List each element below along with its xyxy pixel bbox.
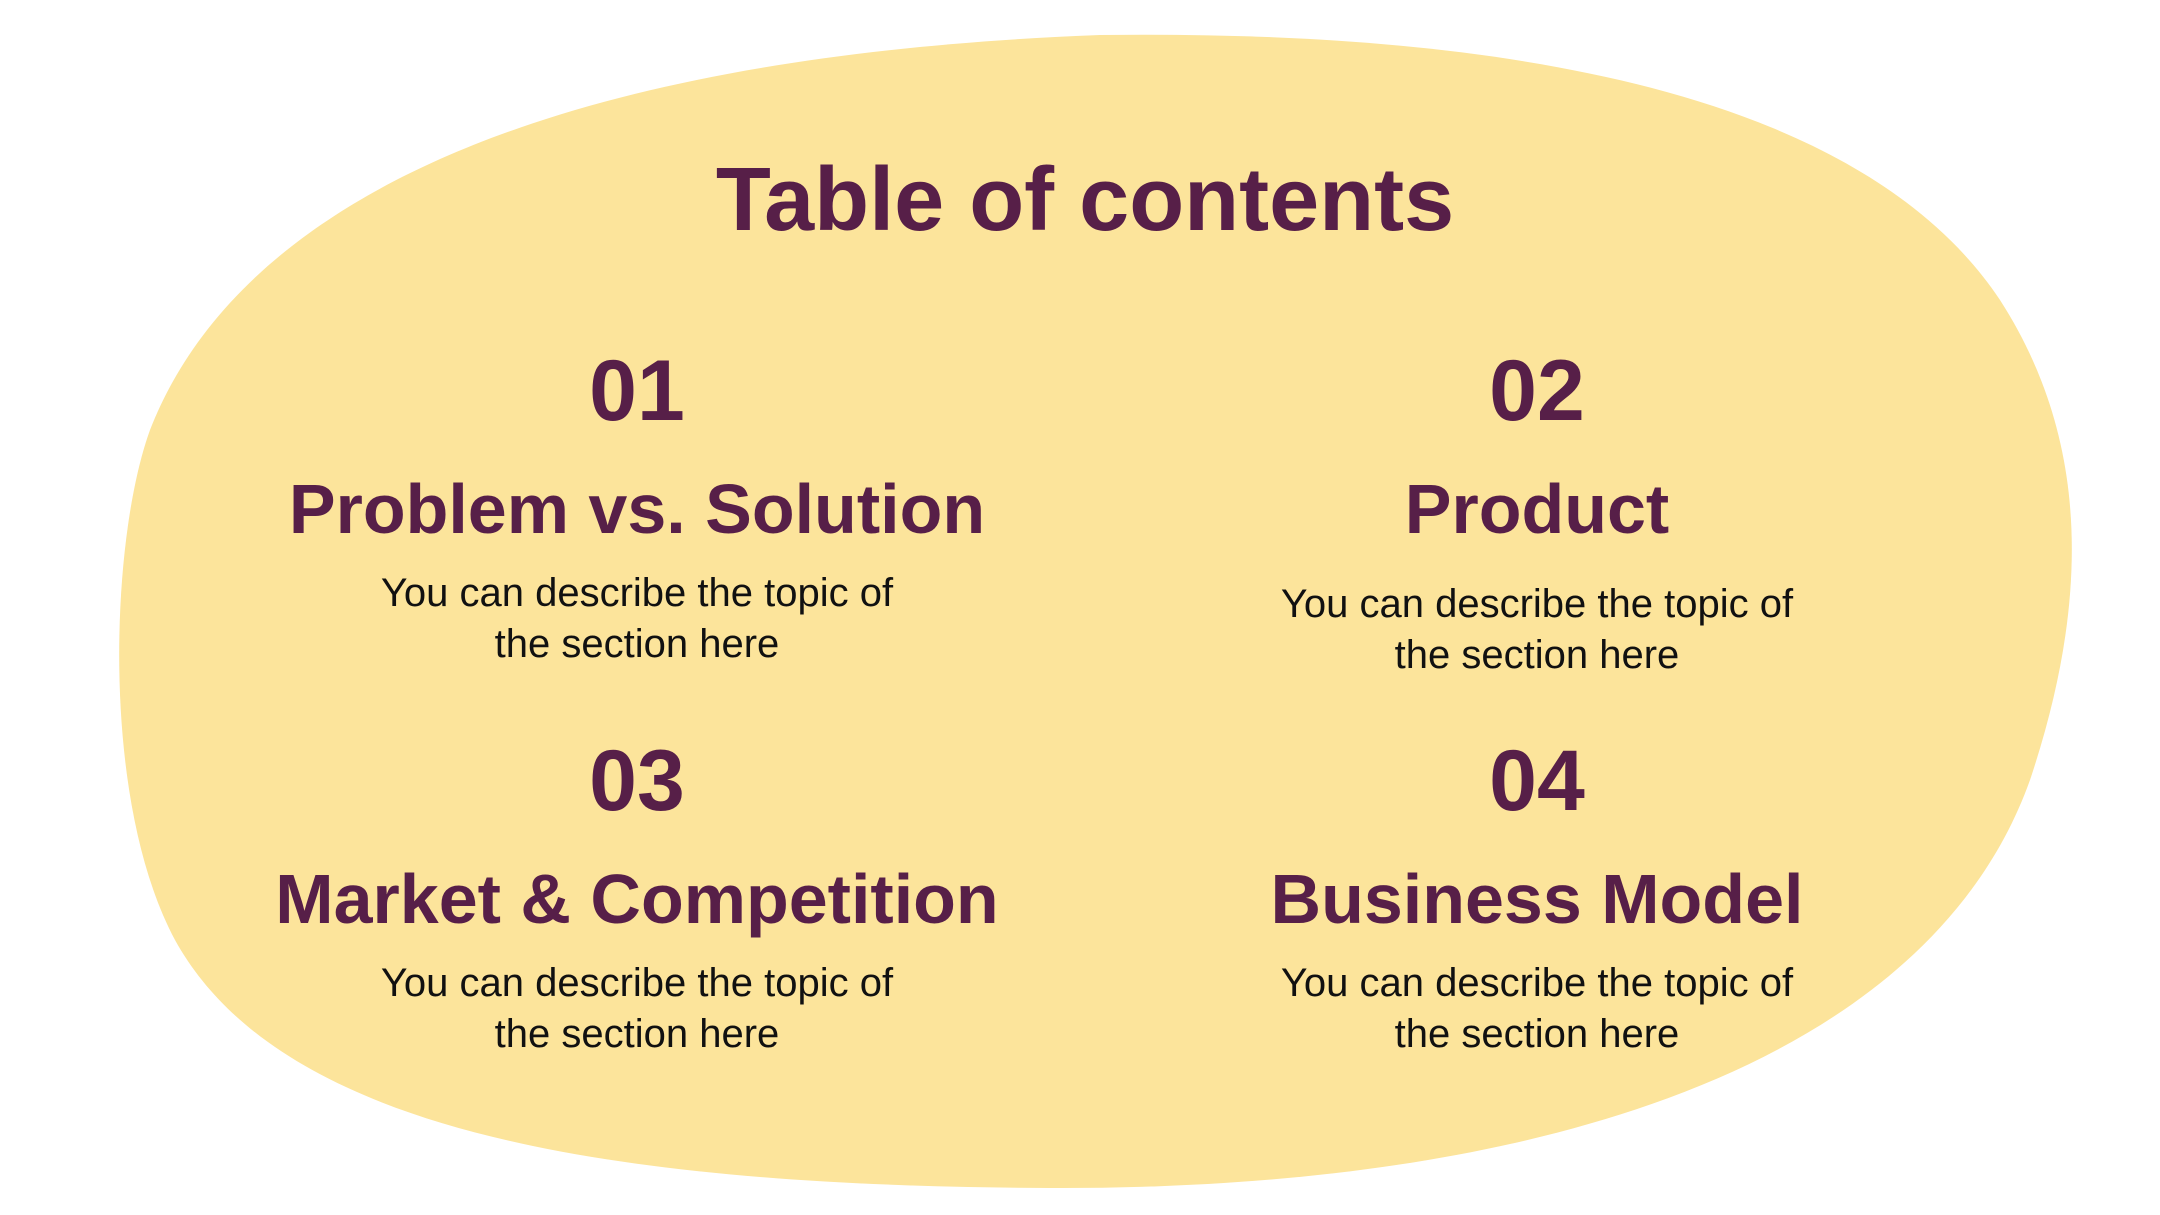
section-heading: Business Model [1270,860,1804,938]
section-number: 02 [1489,343,1585,439]
section-heading: Problem vs. Solution [288,470,986,548]
toc-section-02: 02 Product You can describe the topic of… [1087,348,1987,681]
section-heading: Market & Competition [275,860,999,938]
section-number: 03 [589,733,685,829]
toc-section-03: 03 Market & Competition You can describe… [187,738,1087,1060]
section-description: You can describe the topic of the sectio… [1280,961,1794,1056]
section-number: 01 [589,343,685,439]
section-description: You can describe the topic of the sectio… [380,961,894,1056]
blob-fill [119,34,2072,1189]
section-heading: Product [1404,470,1670,548]
toc-section-04: 04 Business Model You can describe the t… [1087,738,1987,1060]
section-number: 04 [1489,733,1585,829]
page-title: Table of contents [715,150,1455,250]
section-description: You can describe the topic of the sectio… [380,571,894,666]
toc-section-01: 01 Problem vs. Solution You can describe… [187,348,1087,670]
section-description: You can describe the topic of the sectio… [1280,582,1794,677]
